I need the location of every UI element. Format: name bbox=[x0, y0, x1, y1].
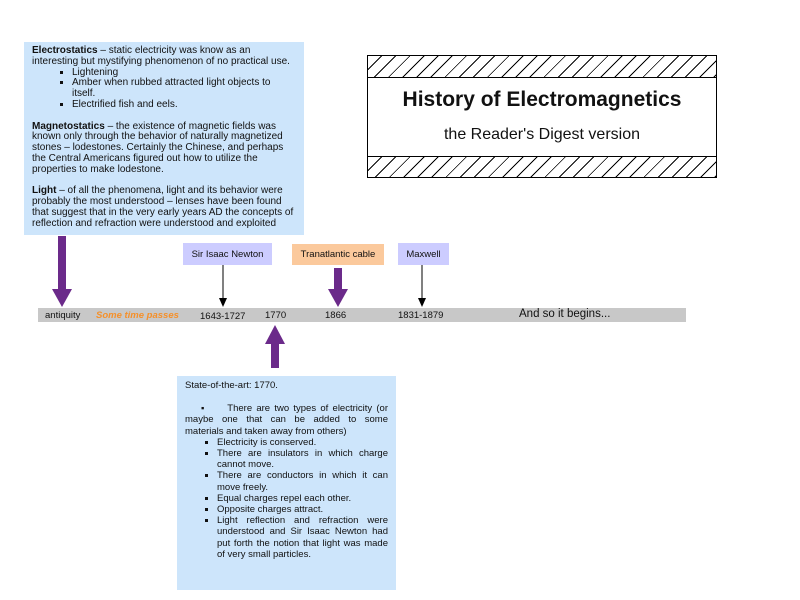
timeline-bar bbox=[38, 308, 686, 322]
light-title: Light bbox=[32, 185, 57, 197]
timeline-end: And so it begins... bbox=[519, 308, 611, 320]
hatch-band-bottom bbox=[368, 156, 716, 177]
electrostatics-text: – static electricity was know as an inte… bbox=[32, 45, 290, 67]
list-item: There are conductors in which it can mov… bbox=[217, 470, 388, 492]
callout-newton: Sir Isaac Newton bbox=[183, 243, 272, 265]
list-item: Opposite charges attract. bbox=[217, 504, 388, 515]
list-item: Equal charges repel each other. bbox=[217, 493, 388, 504]
subtitle: the Reader's Digest version bbox=[443, 126, 641, 143]
purple-arrow-1770 bbox=[265, 325, 285, 368]
magnetostatics-text: – the existence of magnetic fields was k… bbox=[32, 120, 284, 175]
list-item: ▪ There are two types of electricity (or… bbox=[185, 403, 388, 437]
timeline-1866: 1866 bbox=[325, 310, 347, 321]
hatch-band-top bbox=[368, 56, 716, 78]
timeline-1770: 1770 bbox=[265, 310, 287, 321]
magnetostatics-title: Magnetostatics bbox=[32, 120, 105, 132]
title: History of Electromagnetics bbox=[402, 88, 682, 111]
light-text: – of all the phenomena, light and its be… bbox=[32, 185, 294, 229]
arrow-maxwell bbox=[418, 265, 426, 307]
purple-arrow-cable bbox=[328, 268, 348, 307]
timeline-gap: Some time passes bbox=[96, 310, 179, 321]
timeline-antiquity: antiquity bbox=[45, 310, 81, 321]
title-box: History of Electromagnetics the Reader's… bbox=[367, 55, 717, 178]
list-item: Electricity is conserved. bbox=[217, 437, 388, 448]
list-item: Electrified fish and eels. bbox=[72, 99, 296, 111]
callout-maxwell: Maxwell bbox=[398, 243, 449, 265]
callout-cable: Tranatlantic cable bbox=[292, 244, 384, 265]
list-item: Light reflection and refraction were und… bbox=[217, 515, 388, 560]
state-title: State-of-the-art: 1770. bbox=[185, 380, 278, 391]
electrostatics-title: Electrostatics bbox=[32, 45, 98, 56]
intro-note: Electrostatics – static electricity was … bbox=[24, 42, 304, 235]
timeline-maxwell-years: 1831-1879 bbox=[398, 310, 444, 321]
arrow-newton bbox=[219, 265, 227, 307]
list-item: Lightening bbox=[72, 67, 296, 79]
list-item-text: There are two types of electricity (or m… bbox=[185, 403, 388, 437]
list-item: Amber when rubbed attracted light object… bbox=[72, 78, 296, 100]
list-item: There are insulators in which charge can… bbox=[217, 448, 388, 470]
state-note: State-of-the-art: 1770. ▪ There are two … bbox=[177, 376, 396, 590]
timeline-newton-years: 1643-1727 bbox=[200, 311, 246, 322]
purple-arrow-antiquity bbox=[52, 236, 72, 307]
